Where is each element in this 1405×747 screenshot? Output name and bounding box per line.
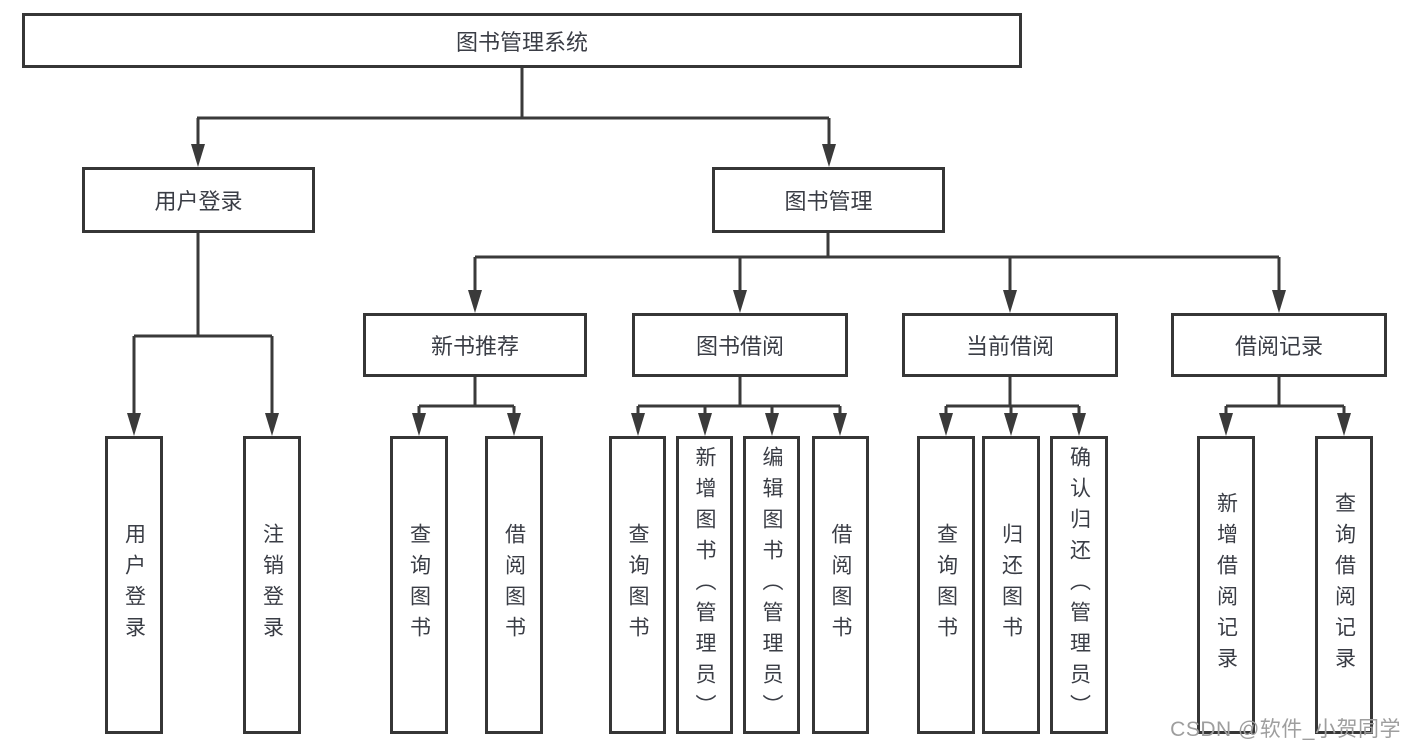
connector-new-book-branch: [412, 377, 521, 436]
node-current-borrow-label: 当前借阅: [965, 334, 1054, 359]
leaf-cb-query-books-label: 查询图书: [934, 523, 958, 647]
leaf-cb-confirm-return-admin: 确认归还（管理员）: [1050, 436, 1108, 734]
leaf-user-login: 用户登录: [105, 436, 163, 734]
node-user-login: 用户登录: [82, 167, 315, 233]
node-current-borrow: 当前借阅: [902, 313, 1118, 377]
leaf-user-login-label: 用户登录: [122, 523, 146, 647]
leaf-bb-borrow-books-label: 借阅图书: [829, 523, 852, 647]
node-new-book-rec: 新书推荐: [363, 313, 587, 377]
node-borrow-records: 借阅记录: [1171, 313, 1387, 377]
connector-user-login-branch: [127, 233, 279, 436]
node-book-mgmt: 图书管理: [712, 167, 945, 233]
connector-borrow-records-branch: [1219, 377, 1351, 436]
leaf-bb-add-books-admin-label: 新增图书（管理员）: [693, 445, 716, 725]
connector-book-borrow-branch: [631, 377, 847, 436]
node-borrow-records-label: 借阅记录: [1234, 334, 1323, 359]
leaf-cb-confirm-return-admin-label: 确认归还（管理员）: [1067, 445, 1091, 725]
leaf-logout-label: 注销登录: [260, 523, 284, 647]
node-root-label: 图书管理系统: [455, 29, 588, 55]
leaf-logout: 注销登录: [243, 436, 301, 734]
leaf-bb-edit-books-admin: 编辑图书（管理员）: [743, 436, 800, 734]
leaf-nbr-borrow-books-label: 借阅图书: [502, 523, 526, 647]
leaf-nbr-borrow-books: 借阅图书: [485, 436, 543, 734]
leaf-nbr-query-books: 查询图书: [390, 436, 448, 734]
connector-current-borrow-branch: [939, 377, 1086, 436]
node-book-mgmt-label: 图书管理: [784, 189, 873, 214]
connector-book-mgmt-branch: [468, 233, 1286, 313]
leaf-bb-edit-books-admin-label: 编辑图书（管理员）: [760, 445, 783, 725]
leaf-cb-return-books-label: 归还图书: [999, 523, 1023, 647]
leaf-br-add-record: 新增借阅记录: [1197, 436, 1255, 734]
leaf-bb-query-books: 查询图书: [609, 436, 666, 734]
node-root: 图书管理系统: [22, 13, 1022, 68]
csdn-watermark: CSDN @软件_小贺同学: [1170, 718, 1401, 741]
leaf-bb-add-books-admin: 新增图书（管理员）: [676, 436, 733, 734]
node-user-login-label: 用户登录: [154, 189, 243, 214]
node-book-borrow-label: 图书借阅: [695, 334, 784, 359]
leaf-br-query-record: 查询借阅记录: [1315, 436, 1373, 734]
leaf-br-add-record-label: 新增借阅记录: [1214, 492, 1238, 678]
connector-root-branch: [191, 68, 836, 167]
leaf-cb-return-books: 归还图书: [982, 436, 1040, 734]
leaf-cb-query-books: 查询图书: [917, 436, 975, 734]
leaf-bb-query-books-label: 查询图书: [626, 523, 649, 647]
node-new-book-rec-label: 新书推荐: [430, 334, 519, 359]
leaf-bb-borrow-books: 借阅图书: [812, 436, 869, 734]
leaf-nbr-query-books-label: 查询图书: [407, 523, 431, 647]
node-book-borrow: 图书借阅: [632, 313, 848, 377]
leaf-br-query-record-label: 查询借阅记录: [1332, 492, 1356, 678]
